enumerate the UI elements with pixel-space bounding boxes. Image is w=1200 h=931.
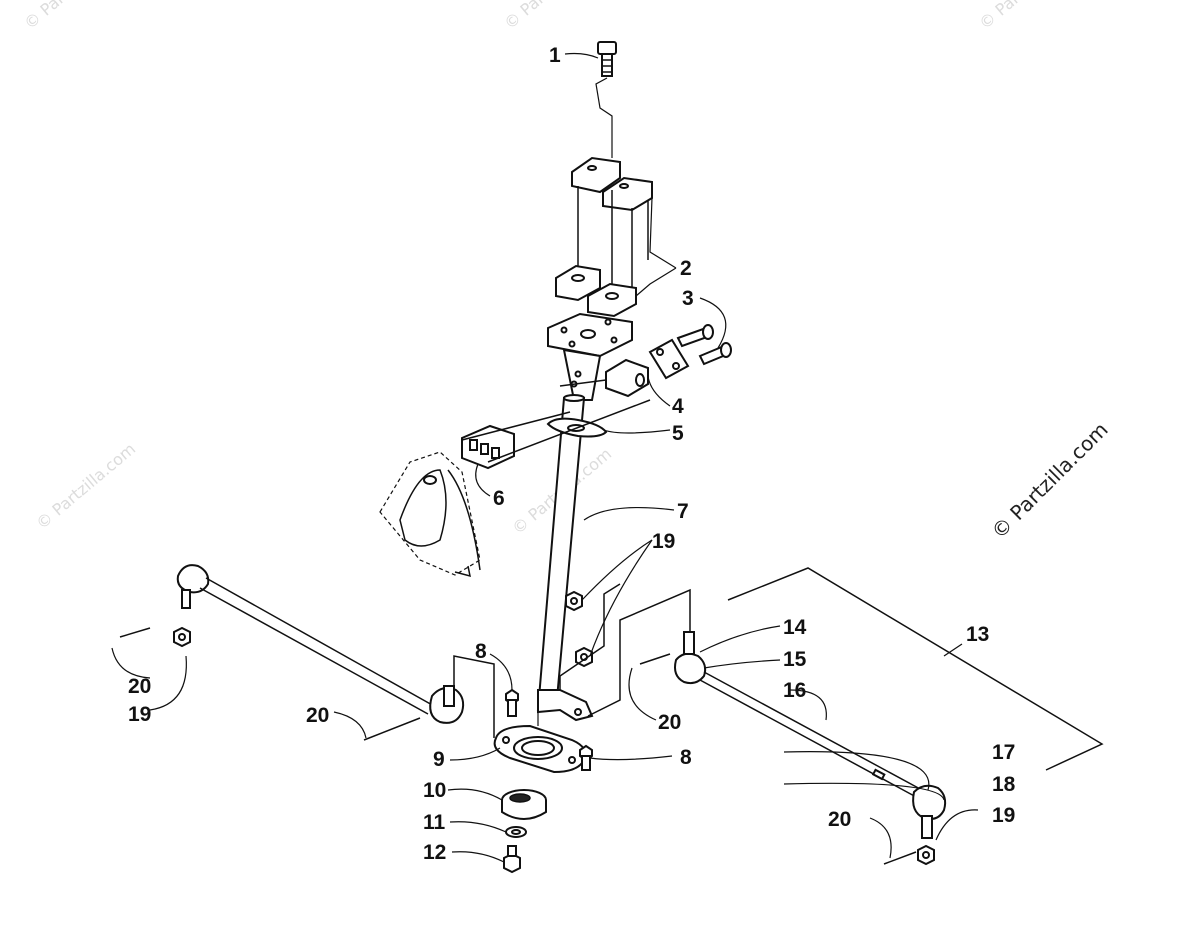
callout-20-center: 20 <box>658 711 681 734</box>
frame-bracket <box>379 399 651 578</box>
left-inner-cotter-pin <box>363 717 421 741</box>
callout-13: 13 <box>966 623 989 646</box>
callout-20-left: 20 <box>128 675 151 698</box>
bracket-bolts <box>676 324 732 366</box>
right-inner-cotter-pin <box>639 653 671 665</box>
watermark-faint: © Partzilla.com <box>975 0 1082 33</box>
washer <box>505 826 527 838</box>
right-cotter-pin <box>883 851 917 865</box>
lower-bearing <box>501 789 547 820</box>
callout-3: 3 <box>682 287 694 310</box>
callout-14: 14 <box>783 616 807 639</box>
left-outer-stud <box>181 589 191 609</box>
callout-20-left-inner: 20 <box>306 704 329 727</box>
right-inner-stud <box>683 631 695 655</box>
tie-rod-assembly-bracket <box>727 567 1104 771</box>
leader-13 <box>943 643 963 657</box>
callout-7: 7 <box>677 500 689 523</box>
callout-6: 6 <box>493 487 505 510</box>
callout-19-left: 19 <box>128 703 151 726</box>
right-tie-rod <box>639 631 947 866</box>
right-rod-flat <box>871 768 886 781</box>
lower-handlebar-clamps <box>555 264 637 318</box>
watermark-main: © Partzilla.com <box>987 417 1113 543</box>
callout-11: 11 <box>423 811 446 834</box>
shaft-nuts <box>565 590 593 668</box>
left-cotter-pin <box>119 627 151 638</box>
callout-10: 10 <box>423 779 446 802</box>
callout-1: 1 <box>549 44 561 67</box>
callout-2: 2 <box>680 257 692 280</box>
right-outer-stud <box>921 815 933 839</box>
support-bracket <box>559 338 690 398</box>
faint-watermarks: © Partzilla.com © Partzilla.com © Partzi… <box>20 0 1082 538</box>
callout-19-shaft: 19 <box>652 530 675 553</box>
callout-5: 5 <box>672 422 684 445</box>
left-tie-rod <box>119 564 465 741</box>
flange-bolts <box>505 688 593 771</box>
flange-guide-line <box>453 655 495 738</box>
callout-15: 15 <box>783 648 807 671</box>
lower-bolt <box>503 845 521 874</box>
watermark-faint: © Partzilla.com <box>500 0 607 33</box>
callout-20-right: 20 <box>828 808 851 831</box>
steering-post-top <box>547 312 633 401</box>
callout-12: 12 <box>423 841 446 864</box>
left-ball-stud <box>443 685 455 707</box>
watermark-faint: © Partzilla.com <box>32 439 139 533</box>
callout-19-right: 19 <box>992 804 1015 827</box>
callout-18: 18 <box>992 773 1016 796</box>
callout-8-left: 8 <box>475 640 487 663</box>
callout-8-right: 8 <box>680 746 692 769</box>
pitman-arm <box>537 583 691 722</box>
callout-16: 16 <box>783 679 806 702</box>
callout-4: 4 <box>672 395 684 418</box>
handlebar-bolt <box>595 41 617 158</box>
callout-9: 9 <box>433 748 445 771</box>
callout-labels: 1 2 3 4 5 6 7 19 8 9 8 10 11 12 13 14 15… <box>128 44 1016 864</box>
lower-bearing-flange <box>493 724 587 774</box>
watermark-faint: © Partzilla.com <box>20 0 127 33</box>
callout-17: 17 <box>992 741 1015 764</box>
leader-lines <box>111 52 979 863</box>
